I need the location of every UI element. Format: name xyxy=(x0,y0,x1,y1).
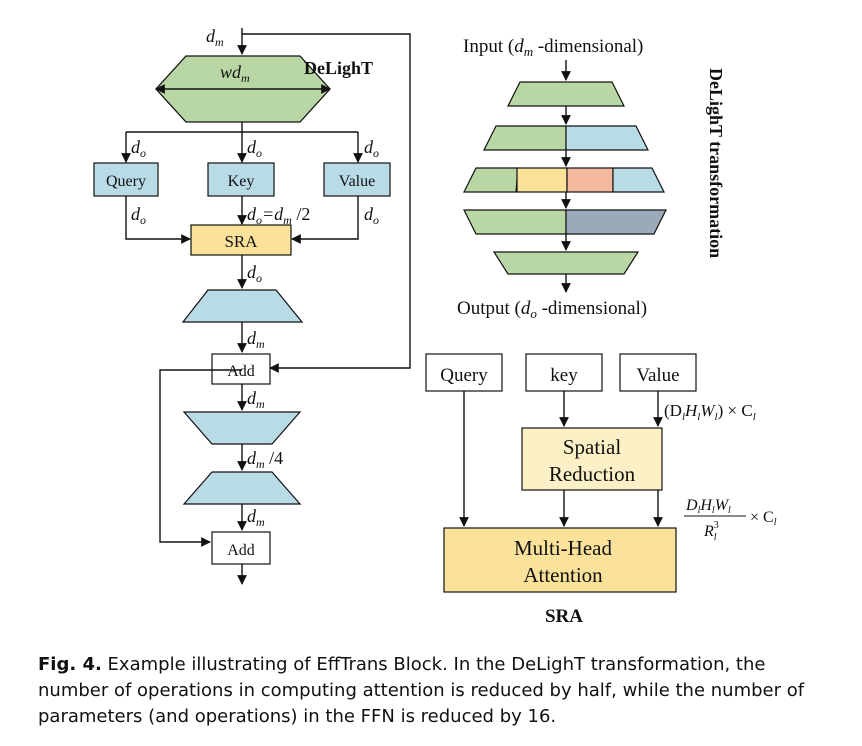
query-to-sra xyxy=(125,196,191,244)
vertical-title: DeLighT transformation xyxy=(706,68,726,258)
dm-quarter-label: dm /4 xyxy=(247,448,283,471)
sra-label: SRA xyxy=(224,232,258,251)
figure-caption: Fig. 4. Example illustrating of EffTrans… xyxy=(38,652,838,730)
dt-layer-3-a xyxy=(463,167,519,193)
do-dm-half-label: do=dm /2 xyxy=(247,204,310,227)
value-box xyxy=(323,162,391,197)
sra-key-label: key xyxy=(550,365,578,386)
mha-line1: Multi-Head xyxy=(514,536,612,560)
value-label: Value xyxy=(339,173,375,190)
sra-detail: Query key Value (DlHlWl) × Cl Spatial Re… xyxy=(425,353,777,627)
expand-trapezoid-2 xyxy=(182,471,302,505)
spatial-line1: Spatial xyxy=(563,435,621,459)
add-label-2: Add xyxy=(227,542,255,559)
query-label: Query xyxy=(106,173,146,190)
efftrans-diagram: dm wdm DeLighT do do do Query Key Value … xyxy=(93,26,777,627)
sra-value-box xyxy=(619,353,697,392)
value-dims-label: (DlHlWl) × Cl xyxy=(664,401,756,423)
value-to-sra xyxy=(291,196,359,244)
do-label-2: do xyxy=(247,137,262,160)
dt-layer-3-b xyxy=(516,167,568,193)
query-box xyxy=(93,162,159,197)
shrink-trapezoid xyxy=(182,411,302,445)
dt-layer-3-c xyxy=(566,167,614,193)
dt-layer-1 xyxy=(507,81,625,107)
caption-label: Fig. 4. xyxy=(38,654,102,675)
add-box-1 xyxy=(211,353,271,385)
caption-text: Example illustrating of EffTrans Block. … xyxy=(38,654,805,727)
dm-label-2: dm xyxy=(247,328,265,351)
sra-query-box xyxy=(425,353,503,392)
residual-path-2 xyxy=(159,369,242,547)
do-label-7: do xyxy=(247,262,262,285)
fraction-numerator: DlHlWl xyxy=(685,497,731,516)
fraction-times: × Cl xyxy=(750,509,777,528)
do-label-1: do xyxy=(131,137,146,160)
sra-box xyxy=(190,224,292,256)
dt-layer-4-right xyxy=(565,209,667,235)
delight-transformation: Input (dm -dimensional) Output (do -dime… xyxy=(457,36,726,321)
sra-value-label: Value xyxy=(636,365,679,386)
dm-label-5: dm xyxy=(247,506,265,529)
do-label-6: do xyxy=(364,204,379,227)
dt-layer-3-d xyxy=(612,167,665,193)
left-flow: dm wdm DeLighT do do do Query Key Value … xyxy=(93,26,411,585)
spatial-reduction-box xyxy=(521,427,663,491)
dt-layer-5 xyxy=(492,251,640,275)
do-label-4: do xyxy=(131,204,146,227)
add-label-1: Add xyxy=(227,363,255,380)
residual-path-1 xyxy=(242,33,411,373)
do-label-3: do xyxy=(364,137,379,160)
key-box xyxy=(207,162,275,197)
mha-line2: Attention xyxy=(523,563,603,587)
dm-top-label: dm xyxy=(206,26,224,49)
expand-trapezoid xyxy=(181,289,304,323)
dt-layer-2-left xyxy=(483,125,567,151)
dt-layer-2-right xyxy=(565,125,649,151)
output-dim-label: Output (do -dimensional) xyxy=(457,298,647,321)
mha-box xyxy=(443,527,677,593)
add-box-2 xyxy=(211,531,271,565)
key-label: Key xyxy=(228,173,255,190)
dt-layer-4-left xyxy=(463,209,567,235)
wdm-label: wdm xyxy=(220,62,250,85)
dm-label-3: dm xyxy=(247,388,265,411)
delight-label: DeLighT xyxy=(304,58,373,78)
spatial-line2: Reduction xyxy=(549,462,636,486)
input-dim-label: Input (dm -dimensional) xyxy=(463,36,643,59)
sra-key-box xyxy=(525,353,603,392)
sra-query-label: Query xyxy=(440,365,488,386)
sra-title: SRA xyxy=(545,606,583,627)
